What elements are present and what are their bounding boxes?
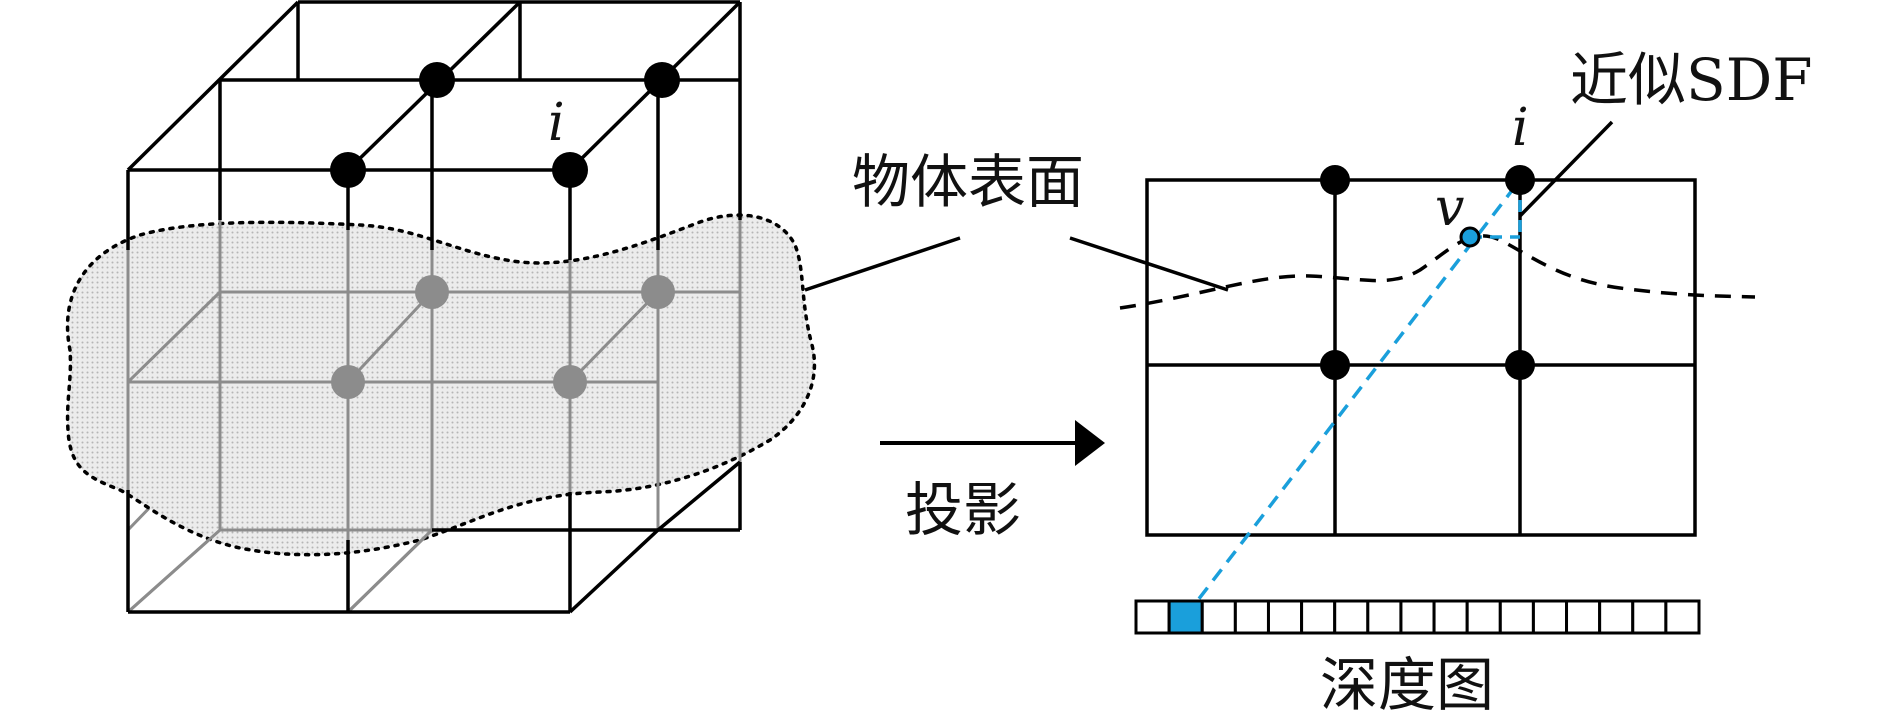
voxel-grid-3d: i: [65, 0, 817, 614]
depth-pixel: [1266, 599, 1304, 635]
object-surface-label: 物体表面: [852, 148, 1084, 216]
point-v-label: v: [1435, 178, 1464, 238]
depth-pixel: [1134, 599, 1171, 635]
depth-map-label: 深度图: [1320, 651, 1494, 717]
voxel-node: [330, 152, 366, 188]
approx-sdf-pointer: [1518, 120, 1614, 218]
right-arrow-icon: [880, 420, 1105, 466]
projection-label: 投影: [905, 476, 1021, 544]
hidden-node: [641, 275, 675, 309]
grid-node: [1320, 350, 1350, 380]
depth-pixel: [1465, 599, 1502, 635]
object-surface-blob: [65, 213, 817, 557]
surface-leader-left: [804, 236, 961, 292]
depth-pixel: [1565, 599, 1602, 635]
surface-point-v: [1459, 226, 1481, 248]
depth-pixel: [1598, 599, 1635, 635]
voxel-index-label-plane: i: [1512, 98, 1529, 158]
hidden-node: [415, 275, 449, 309]
depth-pixel: [1531, 599, 1569, 635]
depth-pixel: [1631, 599, 1668, 635]
hidden-node: [553, 365, 587, 399]
depth-pixel: [1233, 599, 1270, 635]
surface-leader-right: [1069, 236, 1229, 292]
depth-pixel: [1300, 599, 1337, 635]
surface-curve: [1119, 234, 1756, 310]
grid-node: [1320, 165, 1350, 195]
depth-pixel: [1366, 599, 1403, 635]
voxel-node: [644, 62, 680, 98]
depth-pixel: [1333, 599, 1370, 635]
hidden-voxel-nodes: [331, 275, 675, 399]
grid-node: [1505, 165, 1535, 195]
voxel-node: [419, 62, 455, 98]
grid-node: [1505, 350, 1535, 380]
projection-grid-2d: v i: [1069, 98, 1756, 619]
depth-pixel: [1498, 599, 1535, 635]
voxel-node: [552, 152, 588, 188]
voxel-index-label-cube: i: [548, 93, 565, 153]
depth-pixel: [1432, 599, 1469, 635]
projection-frame: [1145, 178, 1697, 537]
approx-sdf-label: 近似SDF: [1570, 46, 1812, 114]
depth-map-strip: [1134, 599, 1701, 635]
visible-voxel-nodes: [330, 62, 680, 188]
depth-pixel: [1200, 599, 1237, 635]
depth-pixel: [1399, 599, 1436, 635]
hidden-node: [331, 365, 365, 399]
depth-pixel-highlighted: [1167, 599, 1204, 635]
depth-pixel: [1664, 599, 1701, 635]
